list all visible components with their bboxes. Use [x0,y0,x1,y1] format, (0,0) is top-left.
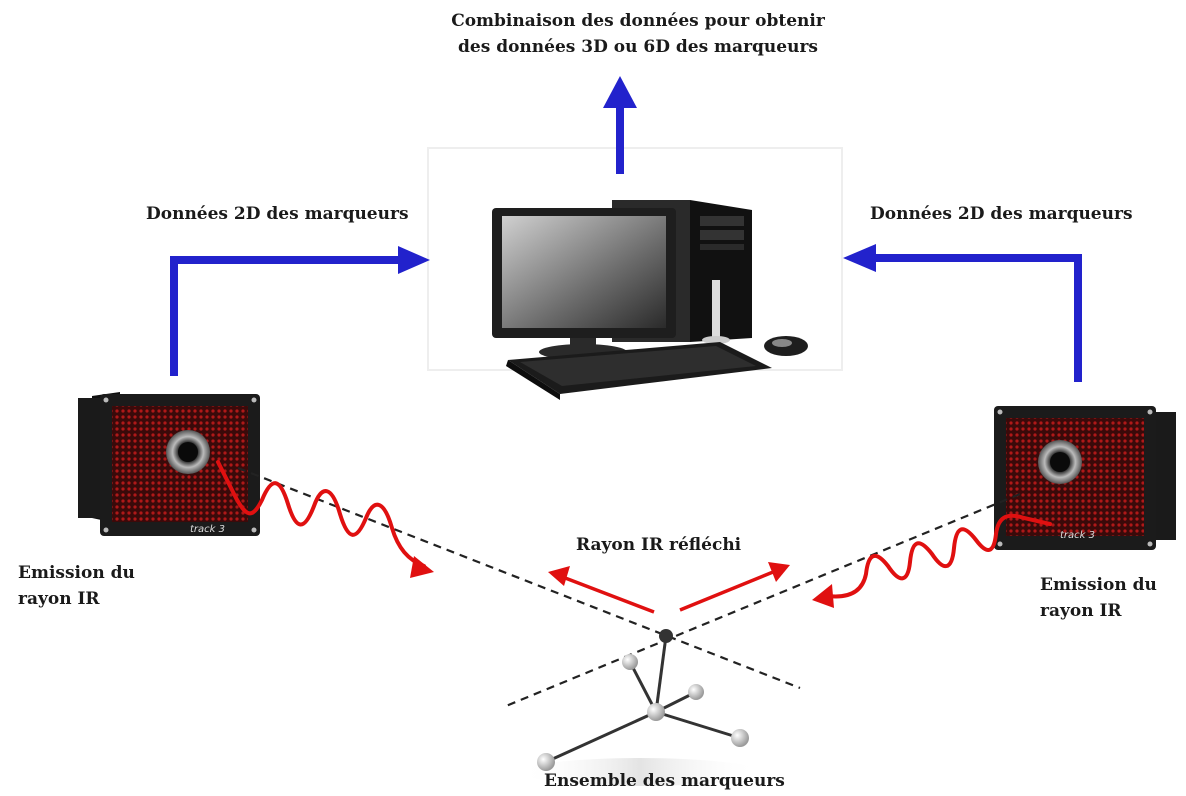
right-emission-label: Emission du rayon IR [1040,572,1157,624]
up-arrow-head [603,76,637,108]
left-emission-line2: rayon IR [18,589,100,609]
right-emission-line1: Emission du [1040,575,1157,595]
right-2d-label: Données 2D des marqueurs [870,204,1133,224]
left-2d-label: Données 2D des marqueurs [146,204,409,224]
right-ir-camera-icon: track 3 [994,406,1176,550]
data-arrows [170,76,1082,382]
top-label: Combinaison des données pour obtenir des… [418,8,858,60]
left-arrow-vertical [170,256,178,376]
top-label-line1: Combinaison des données pour obtenir [451,11,825,31]
reflected-ray-label: Rayon IR réfléchi [576,535,742,555]
right-arrow-horizontal [872,254,1082,262]
left-arrow-head [398,246,430,274]
left-ir-camera-icon: track 3 [78,392,260,536]
reflected-rays [548,562,790,614]
markers-label: Ensemble des marqueurs [544,771,785,791]
right-sight-line [505,492,1021,708]
right-arrow-vertical [1074,254,1082,382]
left-arrow-horizontal [170,256,402,264]
top-label-line2: des données 3D ou 6D des marqueurs [458,37,818,57]
left-ir-wave [216,460,434,578]
up-arrow-shaft [616,106,624,174]
right-camera-brand: track 3 [1060,530,1095,541]
desktop-computer-icon [492,200,808,400]
right-ir-wave [812,513,1052,608]
left-emission-line1: Emission du [18,563,135,583]
marker-target-icon [520,629,760,786]
right-arrow-head [843,244,876,272]
right-emission-line2: rayon IR [1040,601,1122,621]
left-emission-label: Emission du rayon IR [18,560,135,612]
left-sight-line [237,466,801,690]
left-camera-brand: track 3 [190,524,225,535]
